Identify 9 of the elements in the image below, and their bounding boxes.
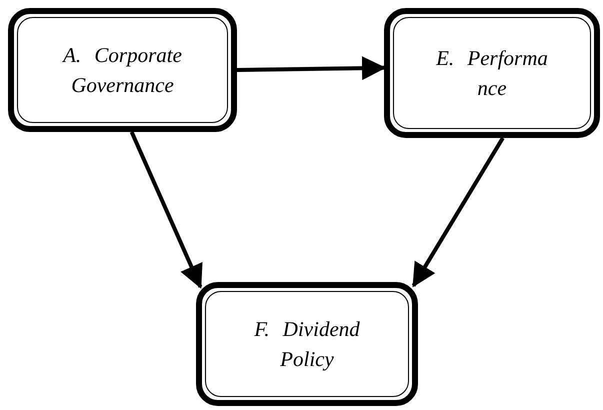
box-label: E. Performa nce (435, 45, 549, 102)
process-box (384, 8, 600, 138)
box-label: A. Corporate Governance (61, 42, 183, 99)
box-label: F. Dividend Policy (253, 316, 361, 373)
arrow (130, 131, 202, 289)
process-box (8, 8, 237, 132)
process-box (196, 282, 418, 406)
arrow (412, 136, 505, 288)
arrow (236, 56, 386, 80)
